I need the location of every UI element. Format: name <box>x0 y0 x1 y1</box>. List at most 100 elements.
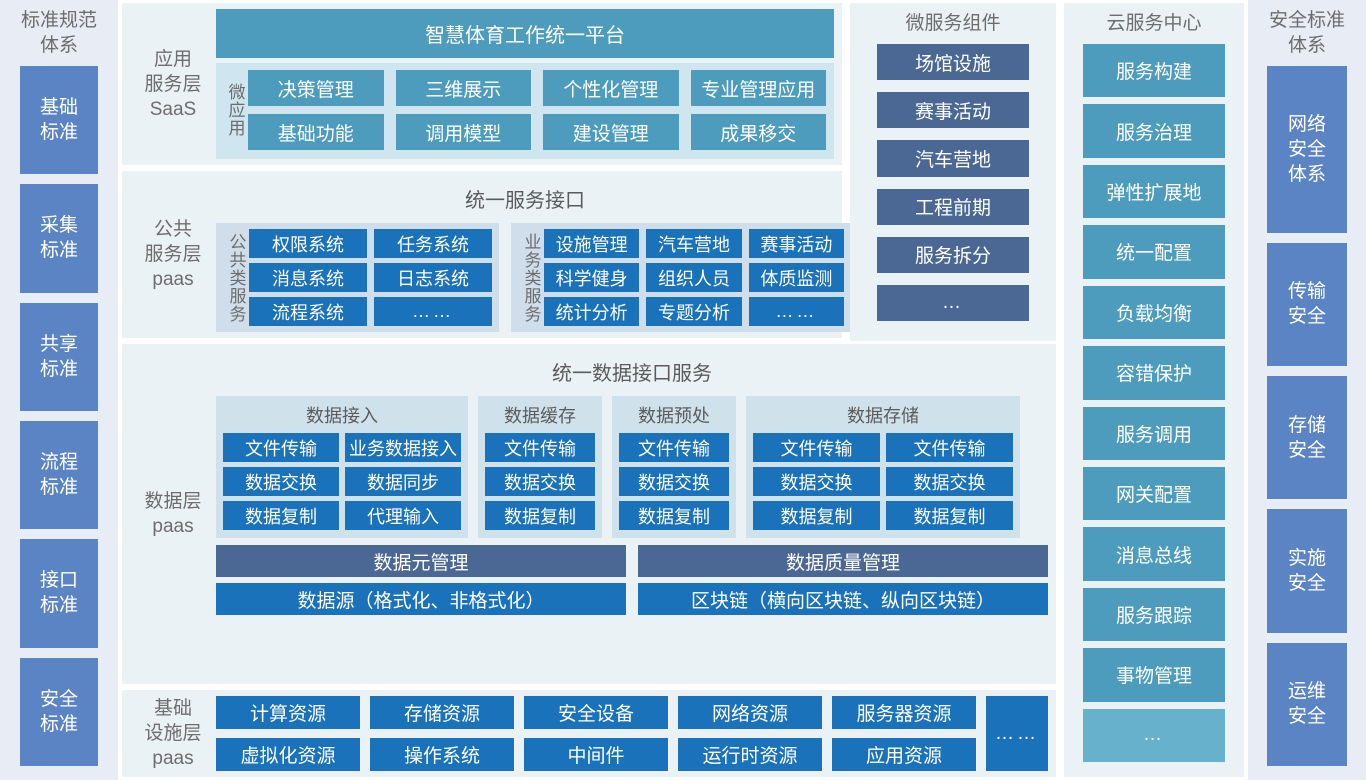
pre-chip-file-transfer[interactable]: 文件传输 <box>619 433 729 462</box>
access-chip-exchange[interactable]: 数据交换 <box>223 467 339 496</box>
cloud-item-tracing[interactable]: 服务跟踪 <box>1083 587 1225 642</box>
pre-chip-exchange[interactable]: 数据交换 <box>619 467 729 496</box>
cloud-item-build[interactable]: 服务构建 <box>1083 44 1225 98</box>
security-item-implementation[interactable]: 实施 安全 <box>1267 509 1347 633</box>
cloud-item-transaction[interactable]: 事物管理 <box>1083 648 1225 702</box>
infra-chip-network[interactable]: 网络资源 <box>678 696 822 729</box>
security-item-operations[interactable]: 运维 安全 <box>1267 642 1347 766</box>
cache-chip-file-transfer[interactable]: 文件传输 <box>485 433 595 462</box>
svc-chip-message[interactable]: 消息系统 <box>249 263 367 292</box>
svc-chip-log[interactable]: 日志系统 <box>374 263 492 292</box>
metadata-management-bar[interactable]: 数据元管理 <box>216 545 626 577</box>
svc-chip-permission[interactable]: 权限系统 <box>249 229 367 258</box>
cloud-item-governance[interactable]: 服务治理 <box>1083 104 1225 158</box>
cloud-item-gateway[interactable]: 网关配置 <box>1083 466 1225 521</box>
store-chip-replicate-1[interactable]: 数据复制 <box>753 501 880 530</box>
access-chip-sync[interactable]: 数据同步 <box>345 467 461 496</box>
data-groups: 数据接入 文件传输 业务数据接入 数据交换 数据同步 数据复制 代理输入 数据缓… <box>216 396 1048 538</box>
biz-chip-facility[interactable]: 设施管理 <box>544 229 640 258</box>
biz-chip-physique[interactable]: 体质监测 <box>748 263 844 292</box>
pre-chip-replicate[interactable]: 数据复制 <box>619 501 729 530</box>
cloud-item-config[interactable]: 统一配置 <box>1083 225 1225 279</box>
public-class-service-vertical-label: 公共类服务 <box>226 232 246 323</box>
standards-item-process[interactable]: 流程 标准 <box>20 420 98 530</box>
app-chip-3d-display[interactable]: 三维展示 <box>395 70 531 106</box>
app-chip-basic-func[interactable]: 基础功能 <box>248 114 384 150</box>
store-chip-replicate-2[interactable]: 数据复制 <box>886 501 1013 530</box>
biz-chip-statistics[interactable]: 统计分析 <box>544 297 640 326</box>
security-item-network[interactable]: 网络 安全 体系 <box>1267 66 1347 233</box>
biz-chip-rv-camp[interactable]: 汽车营地 <box>646 229 742 258</box>
biz-chip-fitness[interactable]: 科学健身 <box>544 263 640 292</box>
upper-section: 应用 服务层 SaaS 智慧体育工作统一平台 微应用 决策管理 三维展示 个性化… <box>118 0 1060 341</box>
micro-item-pre-eng[interactable]: 工程前期 <box>877 188 1029 225</box>
data-storage-group: 数据存储 文件传输 文件传输 数据交换 数据交换 数据复制 数据复制 <box>746 396 1020 538</box>
store-chip-exchange-1[interactable]: 数据交换 <box>753 467 880 496</box>
store-chip-file-transfer-2[interactable]: 文件传输 <box>886 433 1013 462</box>
cloud-item-fault-tolerance[interactable]: 容错保护 <box>1083 346 1225 400</box>
standards-item-basic[interactable]: 基础 标准 <box>20 66 98 175</box>
infra-chip-virtualization[interactable]: 虚拟化资源 <box>216 737 360 771</box>
infra-chip-storage[interactable]: 存储资源 <box>370 696 514 729</box>
standards-item-share[interactable]: 共享 标准 <box>20 302 98 411</box>
app-chip-handover[interactable]: 成果移交 <box>690 114 826 150</box>
cache-chip-exchange[interactable]: 数据交换 <box>485 467 595 496</box>
infra-chip-more[interactable]: …… <box>986 696 1048 771</box>
cloud-item-message-bus[interactable]: 消息总线 <box>1083 527 1225 581</box>
blockchain-bar[interactable]: 区块链（横向区块链、纵向区块链） <box>638 583 1048 615</box>
biz-chip-personnel[interactable]: 组织人员 <box>646 263 742 292</box>
cloud-item-load-balance[interactable]: 负载均衡 <box>1083 285 1225 340</box>
svc-chip-more[interactable]: …… <box>374 297 492 326</box>
infra-chip-os[interactable]: 操作系统 <box>370 737 514 771</box>
unified-platform-banner[interactable]: 智慧体育工作统一平台 <box>216 9 834 58</box>
unified-service-interface-banner: 统一服务接口 <box>465 190 585 212</box>
infra-chip-runtime[interactable]: 运行时资源 <box>678 737 822 771</box>
micro-item-rv-camp[interactable]: 汽车营地 <box>877 140 1029 177</box>
app-chip-professional[interactable]: 专业管理应用 <box>690 70 826 106</box>
infrastructure-more-wrapper: …… <box>986 696 1048 771</box>
biz-chip-event[interactable]: 赛事活动 <box>748 229 844 258</box>
app-chip-personalized[interactable]: 个性化管理 <box>543 70 679 106</box>
svc-chip-workflow[interactable]: 流程系统 <box>249 297 367 326</box>
infra-chip-middleware[interactable]: 中间件 <box>524 737 668 771</box>
infra-chip-application[interactable]: 应用资源 <box>832 737 976 771</box>
standards-system-title: 标准规范 体系 <box>20 10 97 56</box>
biz-chip-topic[interactable]: 专题分析 <box>646 297 742 326</box>
data-source-bar[interactable]: 数据源（格式化、非格式化） <box>216 583 626 615</box>
biz-chip-more[interactable]: …… <box>748 297 844 326</box>
micro-item-venue[interactable]: 场馆设施 <box>877 44 1029 81</box>
standards-item-interface[interactable]: 接口 标准 <box>20 539 98 648</box>
data-layer-label: 数据层 paas <box>144 491 202 537</box>
store-chip-exchange-2[interactable]: 数据交换 <box>886 467 1013 496</box>
data-quality-management-bar[interactable]: 数据质量管理 <box>638 545 1048 577</box>
standards-item-security[interactable]: 安全 标准 <box>20 657 98 766</box>
data-preprocess-grid: 文件传输 数据交换 数据复制 <box>619 433 729 530</box>
cloud-item-elastic[interactable]: 弹性扩展地 <box>1083 164 1225 219</box>
microservice-components-column: 微服务组件 场馆设施 赛事活动 汽车营地 工程前期 服务拆分 … <box>850 3 1056 341</box>
micro-item-event[interactable]: 赛事活动 <box>877 92 1029 129</box>
security-item-storage[interactable]: 存储 安全 <box>1267 375 1347 500</box>
public-service-groups: 公共类服务 权限系统 任务系统 消息系统 日志系统 流程系统 …… <box>216 223 851 332</box>
standards-item-collect[interactable]: 采集 标准 <box>20 184 98 293</box>
app-chip-decision[interactable]: 决策管理 <box>248 70 384 106</box>
cache-chip-replicate[interactable]: 数据复制 <box>485 501 595 530</box>
access-chip-file-transfer[interactable]: 文件传输 <box>223 433 339 462</box>
svc-chip-task[interactable]: 任务系统 <box>374 229 492 258</box>
micro-item-split[interactable]: 服务拆分 <box>877 236 1029 273</box>
store-chip-file-transfer-1[interactable]: 文件传输 <box>753 433 880 462</box>
cloud-service-center-title: 云服务中心 <box>1106 13 1202 34</box>
data-access-group: 数据接入 文件传输 业务数据接入 数据交换 数据同步 数据复制 代理输入 <box>216 396 468 538</box>
micro-app-vertical-label: 微应用 <box>225 83 245 137</box>
infra-chip-security-device[interactable]: 安全设备 <box>524 696 668 729</box>
app-chip-call-model[interactable]: 调用模型 <box>395 114 531 150</box>
access-chip-replicate[interactable]: 数据复制 <box>223 501 339 530</box>
infra-chip-server[interactable]: 服务器资源 <box>832 696 976 729</box>
access-chip-biz-data[interactable]: 业务数据接入 <box>345 433 461 462</box>
micro-item-more[interactable]: … <box>877 284 1029 322</box>
cloud-item-more[interactable]: … <box>1083 708 1225 763</box>
infra-chip-compute[interactable]: 计算资源 <box>216 696 360 729</box>
cloud-item-invoke[interactable]: 服务调用 <box>1083 406 1225 460</box>
security-item-transmission[interactable]: 传输 安全 <box>1267 242 1347 366</box>
access-chip-agent-input[interactable]: 代理输入 <box>345 501 461 530</box>
app-chip-construction[interactable]: 建设管理 <box>543 114 679 150</box>
